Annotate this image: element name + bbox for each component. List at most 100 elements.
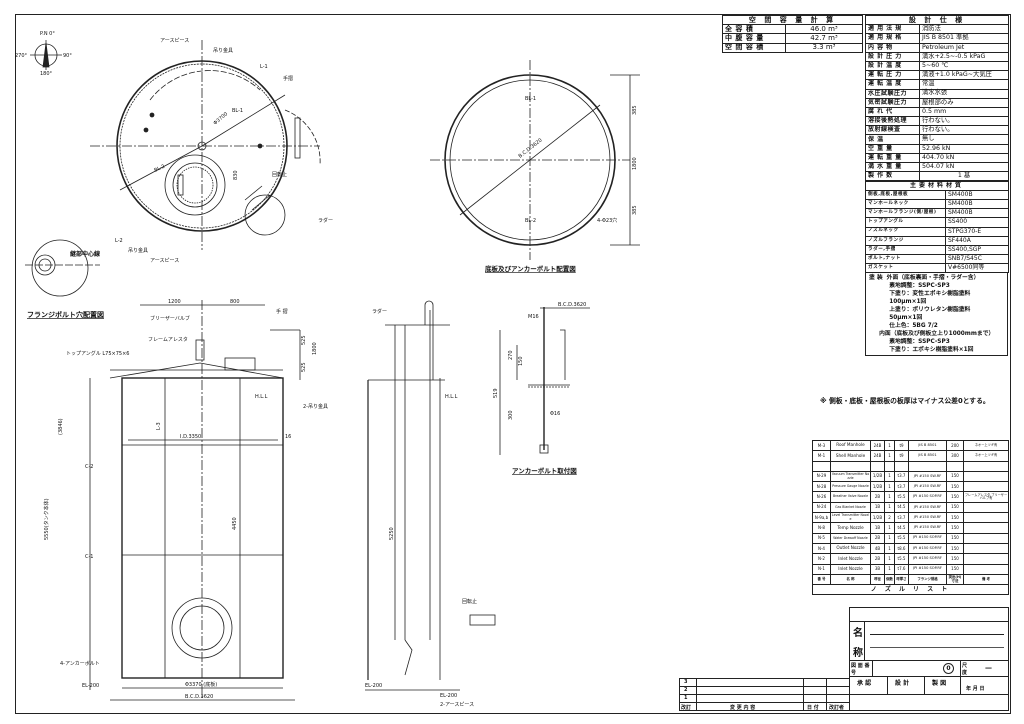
- nozzle-cell: 150: [946, 522, 964, 534]
- label-385-b: 385: [632, 205, 638, 215]
- nozzle-cell: Level Transmitter Nozzle: [830, 512, 871, 524]
- nozzle-header: 番 号: [812, 573, 831, 586]
- scale-label: 尺 度: [962, 663, 968, 676]
- material-label: ラダー,手摺: [865, 244, 946, 256]
- spec-value: 52.96 kN: [919, 143, 1009, 154]
- material-label: トップアングル: [865, 217, 946, 228]
- spec-label: 空 重 量: [865, 143, 920, 154]
- spec-row: 適 用 法 規消防法: [865, 24, 1009, 35]
- revision-header: 改訂: [681, 705, 692, 711]
- dim-bcd-anchor: B.C.D.3620: [558, 302, 586, 308]
- nozzle-cell: t3.7: [894, 470, 909, 483]
- material-value: STPG370-E: [944, 226, 1010, 237]
- nozzle-cell: 1: [884, 470, 895, 483]
- nozzle-cell: 1: [884, 532, 895, 544]
- spec-label: 適 用 規 格: [865, 33, 920, 44]
- label-bolt-holes: 4-Φ23穴: [597, 217, 617, 224]
- nozzle-cell: Inlet Nozzle: [830, 563, 871, 575]
- capacity-title-row: 空 間 容 量 計 算: [722, 14, 863, 26]
- nozzle-cell: 1B: [870, 501, 885, 514]
- material-value: SM400B: [944, 198, 1010, 210]
- nozzle-cell: 1: [884, 439, 895, 452]
- material-label: マンホールネック: [865, 198, 946, 210]
- nozzle-cell: N-4: [812, 542, 831, 555]
- nozzle-list-title: ノ ズ ル リ ス ト: [812, 584, 1009, 596]
- spec-label: 内 容 物: [865, 42, 920, 53]
- spec-row: 放射線検査行わない。: [865, 125, 1009, 136]
- nozzle-cell: [963, 563, 1009, 575]
- spec-row: 運 転 温 度常温: [865, 79, 1009, 90]
- nozzle-cell: 1: [884, 501, 895, 514]
- caption-flange-bolt: フランジボルト穴配置図: [27, 310, 104, 319]
- label-ladder: ラダー: [318, 217, 333, 224]
- spec-label: 腐 れ 代: [865, 106, 920, 118]
- nozzle-header: 呼径: [870, 573, 885, 586]
- nozzle-cell: 1: [884, 491, 895, 503]
- nozzle-cell: 150: [946, 491, 964, 503]
- tank-elevation-view: 1200 800 手 摺 ブリーザーバルブ フレームアレスタ トップアングル L…: [43, 299, 328, 701]
- nozzle-cell: t5.5: [894, 491, 909, 503]
- spec-value: JIS B 8501 準拠: [919, 33, 1009, 44]
- nozzle-cell: Pressure Gauge Nozzle: [830, 481, 871, 493]
- capacity-value: 3.3 m³: [785, 42, 863, 53]
- label-lug-elev: 2-吊り金具: [303, 403, 328, 410]
- nozzle-cell: 150: [946, 563, 964, 575]
- material-label: ガスケット: [865, 263, 946, 274]
- nozzle-cell: t8.6: [894, 542, 909, 555]
- spec-value: Petroleum Jet: [919, 42, 1009, 53]
- nozzle-cell: 150: [946, 553, 964, 565]
- scale-value: —: [985, 664, 992, 672]
- nozzle-cell: 2B: [870, 532, 885, 544]
- revision-mark: 0: [943, 663, 954, 674]
- revision-mark-3: 3: [684, 679, 688, 685]
- dim-1200: 1200: [168, 299, 181, 305]
- material-label: 側板,底板,屋根板: [865, 189, 946, 200]
- label-hll: H.L.L: [255, 394, 268, 400]
- nozzle-cell: ネオー上ツギ有: [963, 450, 1009, 462]
- spec-value: 504.07 kN: [919, 161, 1009, 173]
- nozzle-cell: 300: [946, 450, 964, 462]
- nozzle-cell: [884, 460, 895, 472]
- capacity-label: 中 腹 容 量: [722, 33, 786, 44]
- revision-table: 3 2 1 改訂 変 更 内 容 日 付 改訂者: [679, 678, 850, 711]
- compass-west: 270°: [15, 53, 28, 59]
- label-830: 830: [233, 170, 239, 180]
- spec-row: 気密試験圧力屋根部のみ: [865, 97, 1009, 108]
- material-row: マンホールフランジ(側/屋根)SM400B: [865, 208, 1010, 219]
- label-el: EL-200: [82, 683, 99, 689]
- spec-value: 満液+1.0 kPaG~大気圧: [919, 70, 1009, 81]
- drawing-frame: [15, 14, 1011, 714]
- label-diameter: Φ3700: [212, 111, 229, 126]
- dim-id: I.D.3350: [180, 434, 201, 440]
- name-label-1: 名: [853, 628, 863, 639]
- nozzle-cell: JPI #150 SOP.RF: [908, 553, 947, 565]
- label-bl1: BL-1: [232, 108, 243, 114]
- nozzle-cell: [963, 481, 1009, 493]
- nozzle-cell: JPI #150 SW.RF: [908, 470, 947, 483]
- material-label: ノズルネック: [865, 226, 946, 237]
- material-value: SS400: [944, 217, 1010, 228]
- compass-south: 180°: [40, 71, 53, 77]
- label-bcd-bottom: B.C.D.3620: [518, 137, 544, 159]
- nozzle-cell: 1: [884, 553, 895, 565]
- material-label: ノズルフランジ: [865, 235, 946, 246]
- spec-label: 保 温: [865, 134, 920, 145]
- label-rotation-stop: 回転止: [272, 171, 287, 178]
- dim-300: 300: [508, 410, 514, 420]
- nozzle-cell: [963, 542, 1009, 555]
- dim-270: 270: [508, 350, 514, 360]
- nozzle-cell: 200: [946, 439, 964, 452]
- nozzle-cell: N-26: [812, 491, 831, 503]
- nozzle-cell: Breather Valve Nozzle: [830, 491, 871, 503]
- capacity-title: 空 間 容 量 計 算: [722, 14, 863, 26]
